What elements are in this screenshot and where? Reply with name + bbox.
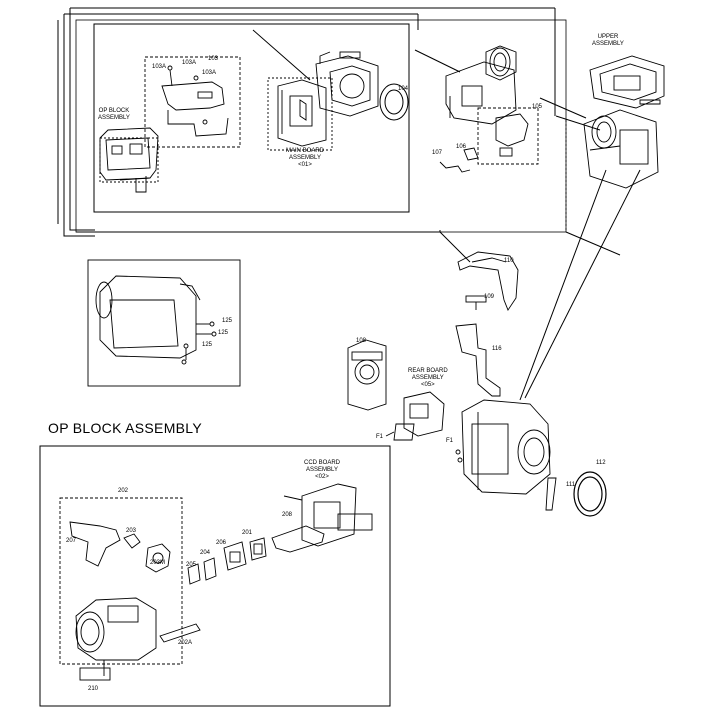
upper-label-line2: ASSEMBLY bbox=[592, 41, 624, 47]
main-board-drawing bbox=[267, 77, 333, 151]
part-label-125c: 125 bbox=[202, 342, 213, 348]
upper-assembly-drawing bbox=[589, 55, 665, 109]
part-label-111: 111 bbox=[566, 482, 576, 488]
upper-label: UPPER ASSEMBLY bbox=[592, 34, 624, 48]
rear-board-label-line2: ASSEMBLY bbox=[411, 375, 444, 381]
top-frame-lines bbox=[57, 7, 641, 401]
lens-ring-104-drawing bbox=[379, 83, 409, 121]
main-board-label: MAIN BOARD ASSEMBLY <01> bbox=[286, 148, 324, 169]
part-203m-drawing bbox=[145, 543, 171, 573]
rear-board-label: REAR BOARD ASSEMBLY <05> bbox=[408, 368, 448, 389]
main-camera-drawing bbox=[455, 399, 551, 495]
part-label-104: 104 bbox=[398, 86, 409, 92]
part-label-208: 208 bbox=[282, 512, 293, 518]
part-label-201: 201 bbox=[242, 530, 253, 536]
part-label-109: 109 bbox=[484, 294, 495, 300]
part-label-125b: 125 bbox=[218, 330, 229, 336]
camera-body-top-drawing bbox=[445, 45, 517, 125]
lens-block-drawing bbox=[75, 597, 157, 676]
op-block-label: OP BLOCK ASSEMBLY bbox=[98, 108, 130, 122]
part-label-108: 108 bbox=[356, 338, 367, 344]
bracket-103-drawing bbox=[144, 56, 241, 148]
ccd-board-label-line3: <02> bbox=[315, 474, 329, 480]
part-105-drawing bbox=[439, 107, 539, 173]
part-label-207: 207 bbox=[66, 538, 77, 544]
op-block-label-line1: OP BLOCK bbox=[98, 108, 130, 114]
part-111-drawing bbox=[545, 477, 557, 511]
part-label-116: 116 bbox=[492, 346, 502, 352]
part-207-drawing bbox=[69, 521, 141, 567]
part-label-f1a: F1 bbox=[376, 434, 384, 440]
upper-label-line1: UPPER bbox=[597, 34, 619, 40]
part-label-103a-b: 103A bbox=[182, 60, 197, 66]
part-label-106: 106 bbox=[456, 144, 467, 150]
part-label-204: 204 bbox=[200, 550, 211, 556]
part-label-105: 105 bbox=[532, 104, 543, 110]
part-210-drawing bbox=[79, 667, 111, 681]
part-label-103a-c: 103A bbox=[202, 70, 217, 76]
part-109-drawing bbox=[465, 295, 487, 310]
ccd-board-label-line2: ASSEMBLY bbox=[306, 467, 338, 473]
part-label-110: 110 bbox=[504, 258, 514, 264]
main-board-label-line1: MAIN BOARD bbox=[286, 148, 325, 154]
part-label-203m: 203M bbox=[150, 560, 166, 566]
op-block-top-drawing bbox=[99, 127, 159, 193]
part-108-drawing bbox=[347, 339, 387, 411]
part-label-f1b: F1 bbox=[446, 438, 454, 444]
ccd-board-label: CCD BOARD ASSEMBLY <02> bbox=[304, 460, 340, 481]
parts-201-206-drawing bbox=[187, 537, 267, 585]
rear-board-drawing bbox=[385, 391, 445, 441]
part-label-206: 206 bbox=[216, 540, 227, 546]
ccd-board-label-line1: CCD BOARD bbox=[304, 460, 341, 466]
part-label-203: 203 bbox=[126, 528, 137, 534]
frame-drawing bbox=[315, 51, 379, 117]
part-label-205: 205 bbox=[186, 562, 197, 568]
rear-board-label-line1: REAR BOARD bbox=[408, 368, 448, 374]
part-label-103a: 103A bbox=[152, 64, 167, 70]
part-110-drawing bbox=[457, 251, 519, 311]
camera-body-right-drawing bbox=[583, 109, 659, 189]
part-label-112: 112 bbox=[596, 460, 606, 466]
main-board-label-line2: ASSEMBLY bbox=[289, 155, 321, 161]
part-208-drawing bbox=[271, 525, 325, 553]
part-202a-drawing bbox=[159, 623, 201, 643]
op-block-label-line2: ASSEMBLY bbox=[98, 115, 130, 121]
section-title: OP BLOCK ASSEMBLY bbox=[48, 420, 202, 436]
camera-side-view bbox=[87, 259, 241, 387]
part-label-210: 210 bbox=[88, 686, 99, 692]
part-label-107: 107 bbox=[432, 150, 443, 156]
flex-cable-116-drawing bbox=[455, 323, 501, 397]
op-block-assembly-box bbox=[39, 445, 391, 707]
rear-board-label-line3: <05> bbox=[421, 382, 435, 388]
part-label-125a: 125 bbox=[222, 318, 233, 324]
main-board-label-line3: <01> bbox=[298, 162, 312, 168]
ccd-board-drawing bbox=[283, 483, 373, 547]
ring-112-drawing bbox=[573, 471, 607, 517]
part-label-202: 202 bbox=[118, 488, 129, 494]
part-label-103: 103 bbox=[208, 56, 219, 62]
part-label-202a: 202A bbox=[178, 640, 193, 646]
